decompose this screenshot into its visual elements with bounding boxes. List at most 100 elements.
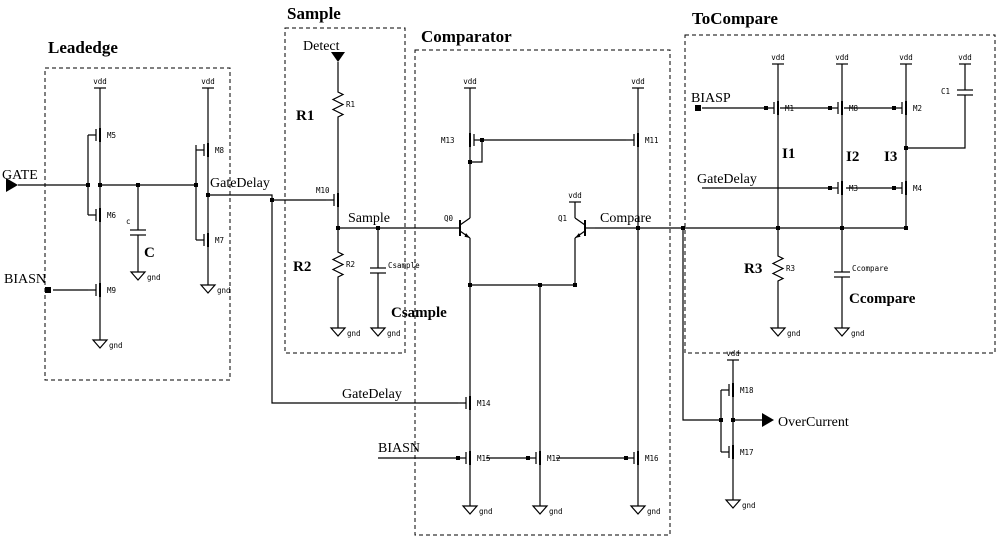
m13-ref-label: M13 [441, 136, 455, 145]
transistor-m8-tocompare-icon [829, 91, 843, 125]
vdd-label: vdd [93, 77, 107, 86]
tocompare-block-outline [684, 34, 996, 354]
sample-detect-wires [337, 62, 450, 322]
vdd-label: vdd [201, 77, 215, 86]
transistor-m2-icon [893, 91, 907, 125]
capacitor-c-icon [129, 223, 147, 242]
vdd-label: vdd [899, 53, 913, 62]
m11-ref-label: M11 [645, 136, 659, 145]
r2-ref-label: R2 [346, 260, 355, 269]
vdd-symbol [771, 63, 785, 75]
vdd-label: vdd [958, 53, 972, 62]
transistor-m11-icon [625, 123, 639, 157]
m1-ref-label: M1 [785, 104, 794, 113]
resistor-r1-icon [332, 87, 344, 122]
m4-ref-label: M4 [913, 184, 923, 193]
comparator-wires [378, 98, 906, 500]
vdd-label: vdd [771, 53, 785, 62]
transistor-m12-icon [527, 441, 541, 475]
vdd-label: vdd [463, 77, 477, 86]
sample-title: Sample [287, 4, 341, 23]
sample-net-label: Sample [348, 211, 390, 226]
resistor-r2-icon [332, 247, 344, 282]
transistor-m16-icon [625, 441, 639, 475]
gnd-label: gnd [549, 507, 563, 516]
gnd-label: gnd [851, 329, 865, 338]
c1-ref-label: C1 [941, 87, 950, 96]
vdd-symbol [958, 63, 972, 75]
gatedelay-comparator-label: GateDelay [342, 387, 402, 402]
vdd-label: vdd [631, 77, 645, 86]
gnd-symbol [725, 493, 741, 509]
r1-ref-label: R1 [346, 100, 355, 109]
transistor-m18-icon [720, 373, 734, 407]
gatedelay-net-label: GateDelay [210, 176, 270, 191]
c-ref-label: c [126, 217, 131, 226]
biasn-comparator-label: BIASN [378, 441, 420, 456]
gatedelay-tocompare-label: GateDelay [697, 172, 757, 187]
overcurrent-output-arrow-icon [762, 413, 774, 427]
csample-ref-label: Csample [388, 261, 420, 270]
m2-ref-label: M2 [913, 104, 922, 113]
gnd-symbol [630, 499, 646, 515]
gnd-label: gnd [217, 286, 231, 295]
m16-ref-label: M16 [645, 454, 659, 463]
m8-tocompare-ref-label: M8 [849, 104, 859, 113]
gnd-label: gnd [347, 329, 361, 338]
detect-subtitle: Detect [303, 39, 340, 54]
comparator-title: Comparator [421, 27, 512, 46]
gnd-symbol [532, 499, 548, 515]
gnd-symbol [200, 278, 216, 294]
transistor-m5-icon [87, 118, 101, 152]
transistor-m8-leadedge-icon [195, 133, 209, 167]
vdd-symbol [463, 87, 477, 99]
gnd-symbol [92, 333, 108, 349]
csample-label: Csample [391, 305, 447, 321]
vdd-symbol [201, 87, 215, 99]
vdd-label: vdd [835, 53, 849, 62]
gnd-label: gnd [742, 501, 756, 510]
transistor-m3-icon [829, 171, 843, 205]
gnd-symbol [370, 321, 386, 337]
comparator-block-outline [414, 49, 671, 536]
transistor-m17-icon [720, 435, 734, 469]
gnd-symbol [330, 321, 346, 337]
biasn-input-pin-icon [45, 287, 51, 293]
m3-ref-label: M3 [849, 184, 858, 193]
vdd-symbol [899, 63, 913, 75]
m10-ref-label: M10 [316, 186, 330, 195]
leadedge-title: Leadedge [48, 38, 118, 57]
r2-label: R2 [293, 259, 311, 275]
m18-ref-label: M18 [740, 386, 754, 395]
transistor-q1-icon [574, 211, 596, 245]
compare-net-label: Compare [600, 211, 651, 226]
m8-leadedge-ref-label: M8 [215, 146, 225, 155]
c-label: C [144, 245, 155, 261]
ccompare-ref-label: Ccompare [852, 264, 889, 273]
transistor-m14-icon [457, 386, 471, 420]
transistor-m9-icon [87, 273, 101, 307]
transistor-m15-icon [457, 441, 471, 475]
vdd-symbol [631, 87, 645, 99]
capacitor-c1-icon [956, 83, 974, 102]
m12-ref-label: M12 [547, 454, 561, 463]
m17-ref-label: M17 [740, 448, 754, 457]
gnd-symbol [770, 321, 786, 337]
transistor-m7-icon [195, 223, 209, 257]
transistor-m6-icon [87, 198, 101, 232]
m6-ref-label: M6 [107, 211, 117, 220]
gate-port-label: GATE [2, 168, 38, 183]
gnd-label: gnd [787, 329, 801, 338]
vdd-label: vdd [726, 349, 740, 358]
transistor-m4-icon [893, 171, 907, 205]
tocompare-title: ToCompare [692, 9, 778, 28]
transistor-m1-icon [765, 91, 779, 125]
m14-ref-label: M14 [477, 399, 491, 408]
gnd-label: gnd [387, 329, 401, 338]
m7-ref-label: M7 [215, 236, 224, 245]
gnd-symbol [834, 321, 850, 337]
biasn-port-label: BIASN [4, 272, 46, 287]
i3-current-label: I3 [884, 149, 897, 165]
vdd-label: vdd [568, 191, 582, 200]
